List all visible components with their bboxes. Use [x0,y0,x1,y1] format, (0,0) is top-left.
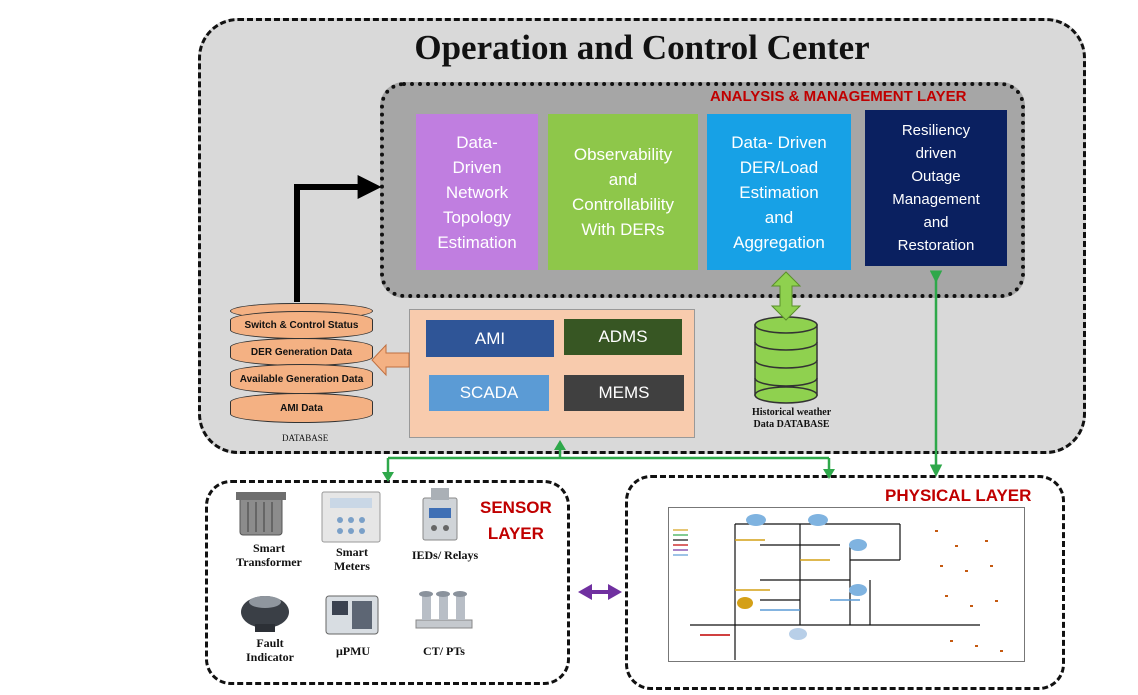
device-label-line: Fault [256,636,284,650]
network-load-points [935,530,1003,652]
der-weather-double-arrow [770,271,802,321]
module-observability-controllability[interactable]: Observability and Controllability With D… [548,114,698,270]
operation-control-center-title: Operation and Control Center [414,28,870,67]
analysis-management-layer-title: ANALYSIS & MANAGEMENT LAYER [710,88,967,105]
module-line: Data- Driven [731,132,827,152]
module-line: Network [445,182,509,202]
module-line: and [608,170,638,189]
sensor-title-line: SENSOR [480,498,552,517]
module-line: Data- [456,132,498,152]
historical-db-label-line: Data DATABASE [753,419,830,430]
module-line: DER/Load [739,157,819,177]
module-outage-management[interactable]: Resiliency driven Outage Management and … [865,110,1007,266]
sensor-physical-double-arrow [578,584,622,600]
historical-weather-cylinder [754,316,818,404]
database-to-analysis-arrow [294,175,382,302]
module-network-topology[interactable]: Data- Driven Network Topology Estimation [416,114,538,270]
connector-arrowhead [554,440,566,450]
device-label-line: Transformer [236,555,302,569]
module-line: Controllability [571,195,675,214]
ct-pts-label: CT/ PTs [423,644,465,658]
distribution-network-diagram [668,507,1025,662]
adms-system-box[interactable]: ADMS [564,319,682,355]
ami-system-box[interactable]: AMI [426,320,554,357]
module-line: driven [915,145,957,162]
smart-meters-label: Smart Meters [312,545,392,573]
physical-layer-panel [625,475,1065,690]
module-line: Topology [442,207,512,227]
module-line: Aggregation [733,232,825,252]
module-line: Estimation [739,182,819,202]
smart-transformer-label: Smart Transformer [222,541,316,569]
upmu-label: μPMU [335,644,371,658]
network-feeders [690,523,980,660]
module-line: and [923,214,949,231]
database-layer-switch-control: Switch & Control Status [230,311,373,339]
smart-transformer-icon [236,492,286,536]
network-der-nodes [737,514,867,640]
module-line: Driven [452,157,502,177]
ct-pt-icon [415,591,473,629]
module-line: Estimation [437,232,517,252]
database-label: DATABASE [282,433,329,443]
device-label-line: Indicator [246,650,294,664]
module-line: and [764,207,794,227]
smart-meter-icon [321,491,381,543]
device-label-line: Meters [334,559,370,573]
device-label-line: Smart [253,541,285,555]
sensor-layer-panel [205,480,570,685]
historical-weather-db-label: Historical weather Data DATABASE [752,407,831,431]
module-line: Management [892,191,980,208]
mems-system-box[interactable]: MEMS [564,375,684,411]
systems-to-database-arrow [371,343,410,377]
network-legend-swatches [673,529,688,556]
relay-icon [422,488,458,541]
physical-layer-title: PHYSICAL LAYER [885,486,1032,505]
fault-indicator-label: Fault Indicator [228,636,312,664]
database-layer-der-generation: DER Generation Data [230,338,373,366]
network-colored-branches [700,539,860,636]
fault-indicator-icon [241,596,289,632]
connector-arrowhead [382,472,394,482]
pmu-icon [325,595,379,635]
module-line: With DERs [581,220,665,239]
sensor-title-line: LAYER [487,524,544,543]
module-line: Resiliency [901,122,971,139]
connector-arrowhead [823,469,835,479]
systems-to-layers-connectors [386,446,831,476]
sensor-layer-title: SENSOR LAYER [480,495,552,547]
module-line: Outage [911,168,961,185]
module-der-load-estimation[interactable]: Data- Driven DER/Load Estimation and Agg… [707,114,851,270]
historical-db-label-line: Historical weather [752,407,832,418]
ieds-relays-label: IEDs/ Relays [411,548,479,562]
database-layer-ami-data: AMI Data [230,393,373,423]
module-line: Restoration [897,237,975,254]
device-label-line: Smart [336,545,368,559]
module-line: Observability [573,145,673,164]
scada-system-box[interactable]: SCADA [429,375,549,411]
